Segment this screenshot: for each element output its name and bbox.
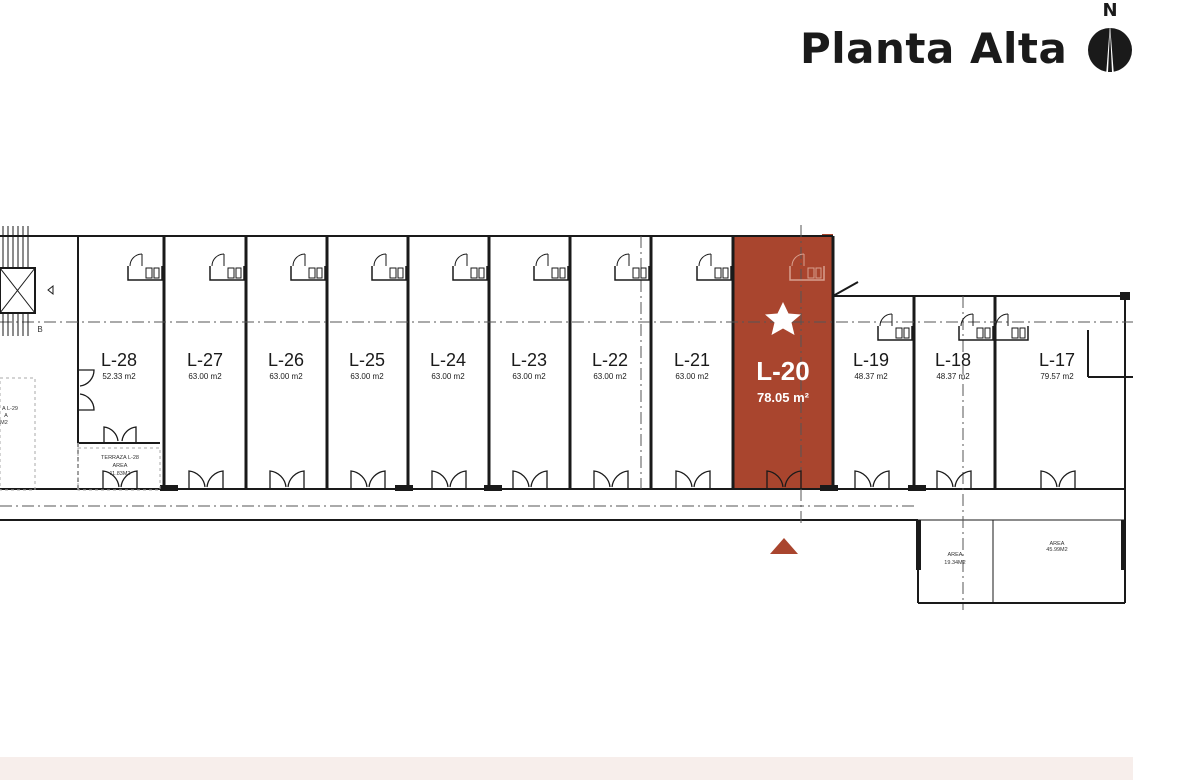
- area-small-label: AREA: [948, 552, 963, 558]
- unit-label-l-26[interactable]: L-26: [268, 350, 304, 370]
- area-large-label: AREA: [1050, 541, 1065, 547]
- restroom-l-19: [877, 313, 913, 341]
- restroom-l-27: [209, 253, 245, 281]
- door-l-19[interactable]: [854, 470, 890, 489]
- unit-area-l-25: 63.00 m2: [350, 372, 384, 381]
- plan-title: Planta Alta: [800, 24, 1068, 73]
- footer-band: [0, 757, 1133, 780]
- unit-area-l-23: 63.00 m2: [512, 372, 546, 381]
- restroom-l-21: [696, 253, 732, 281]
- restroom-l-20: [789, 253, 825, 281]
- unit-label-l-21[interactable]: L-21: [674, 350, 710, 370]
- restroom-l-23: [533, 253, 569, 281]
- unit-label-l-18[interactable]: L-18: [935, 350, 971, 370]
- restroom-l-24: [452, 253, 488, 281]
- terrace-door[interactable]: [78, 369, 137, 443]
- unit-area-l-22: 63.00 m2: [593, 372, 627, 381]
- door-l-21[interactable]: [675, 470, 711, 489]
- walls: [0, 235, 1133, 604]
- door-l-24[interactable]: [431, 470, 467, 489]
- area-small-value: 19.34M2: [944, 560, 965, 566]
- area-large-value: 45.99M2: [1046, 547, 1067, 553]
- restroom-l-25: [371, 253, 407, 281]
- door-l-28[interactable]: [102, 470, 138, 489]
- unit-area-l-24: 63.00 m2: [431, 372, 465, 381]
- unit-label-l-20[interactable]: L-20: [756, 356, 809, 386]
- door-l-23[interactable]: [512, 470, 548, 489]
- unit-area-l-18: 48.37 m2: [936, 372, 970, 381]
- unit-area-l-17: 79.57 m2: [1040, 372, 1074, 381]
- compass-label: N: [1102, 0, 1118, 21]
- axis-marker-b: B: [37, 325, 42, 334]
- unit-area-l-26: 63.00 m2: [269, 372, 303, 381]
- restroom-l-18: [958, 313, 994, 341]
- star-icon: [765, 302, 801, 335]
- unit-area-l-20: 78.05 m²: [757, 390, 810, 405]
- axis-lines: [0, 225, 1133, 610]
- unit-area-l-19: 48.37 m2: [854, 372, 888, 381]
- door-l-26[interactable]: [269, 470, 305, 489]
- terrace-label: TERRAZA L-28: [101, 455, 139, 461]
- triangle-up-icon[interactable]: [770, 538, 798, 554]
- terrace-area-value: 11.83M2: [110, 471, 131, 477]
- stair-core: [0, 226, 161, 491]
- door-l-25[interactable]: [350, 470, 386, 489]
- l29-label: A L-29: [2, 406, 18, 412]
- restroom-l-22: [614, 253, 650, 281]
- unit-label-l-25[interactable]: L-25: [349, 350, 385, 370]
- l29-area-label: A: [4, 413, 8, 419]
- unit-label-l-28[interactable]: L-28: [101, 350, 137, 370]
- unit-label-l-22[interactable]: L-22: [592, 350, 628, 370]
- unit-label-l-19[interactable]: L-19: [853, 350, 889, 370]
- door-l-22[interactable]: [593, 470, 629, 489]
- door-l-17[interactable]: [1040, 470, 1076, 489]
- restroom-l-17: [993, 313, 1029, 341]
- unit-label-l-23[interactable]: L-23: [511, 350, 547, 370]
- restroom-l-26: [290, 253, 326, 281]
- unit-label-l-17[interactable]: L-17: [1039, 350, 1075, 370]
- restroom-l-28: [127, 253, 163, 281]
- unit-label-l-24[interactable]: L-24: [430, 350, 466, 370]
- unit-area-l-27: 63.00 m2: [188, 372, 222, 381]
- door-l-27[interactable]: [188, 470, 224, 489]
- terrace-area-label: AREA: [113, 463, 128, 469]
- door-l-20[interactable]: [766, 470, 802, 489]
- north-arrow-icon: N: [1082, 0, 1138, 80]
- unit-area-l-28: 52.33 m2: [102, 372, 136, 381]
- l29-area-value: M2: [0, 420, 8, 426]
- partitions: [162, 236, 997, 489]
- unit-label-l-27[interactable]: L-27: [187, 350, 223, 370]
- door-l-18[interactable]: [936, 470, 972, 489]
- unit-area-l-21: 63.00 m2: [675, 372, 709, 381]
